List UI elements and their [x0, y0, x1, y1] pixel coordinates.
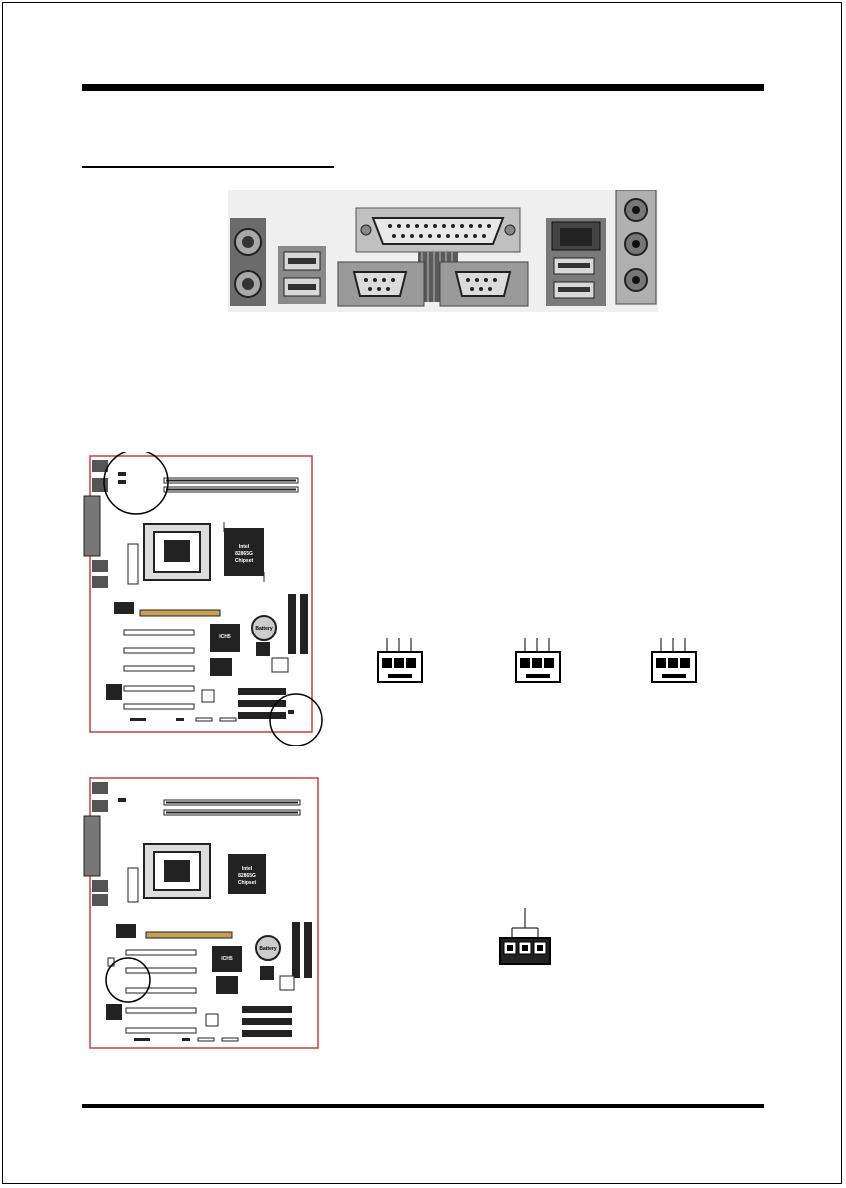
- svg-text:82865G: 82865G: [238, 873, 256, 879]
- svg-text:Battery: Battery: [259, 946, 276, 952]
- highlight-circle-wol: [105, 957, 151, 1003]
- svg-text:Intel: Intel: [239, 544, 250, 550]
- serial-port-2-icon: [439, 261, 529, 307]
- rear-io-panel-image: [228, 190, 658, 312]
- header-rule: [82, 84, 764, 91]
- fan-header-2-diagram: [515, 638, 561, 683]
- svg-text:ICH5: ICH5: [221, 956, 233, 962]
- wol-header-diagram: [499, 908, 551, 965]
- serial-port-1-icon: [337, 261, 425, 307]
- audio-jacks-icon: [615, 190, 657, 305]
- usb-ports-left-icon: [278, 246, 326, 304]
- footer-rule: [82, 1104, 764, 1108]
- section-underline: [82, 166, 334, 168]
- fan-header-1-diagram: [377, 638, 423, 683]
- svg-text:Battery: Battery: [255, 626, 272, 632]
- svg-text:ICH5: ICH5: [219, 634, 231, 640]
- ps2-ports-icon: [230, 218, 266, 306]
- motherboard-layout-fan-connectors: Intel 82865G Chipset ICH5 Battery: [83, 452, 323, 746]
- svg-text:Chipset: Chipset: [235, 558, 254, 564]
- svg-text:Intel: Intel: [242, 866, 253, 872]
- fan-header-3-diagram: [651, 638, 697, 683]
- svg-text:Chipset: Chipset: [238, 880, 257, 886]
- highlight-circle-system-fan: [269, 693, 323, 746]
- motherboard-layout-wol-connector: Intel 82865G Chipset ICH5 Battery: [83, 777, 319, 1049]
- lan-usb-ports-icon: [546, 218, 606, 306]
- highlight-circle-cpu-fan: [103, 452, 169, 515]
- svg-text:82865G: 82865G: [235, 551, 253, 557]
- board-outline: [89, 777, 319, 1049]
- parallel-port-icon: [355, 207, 521, 253]
